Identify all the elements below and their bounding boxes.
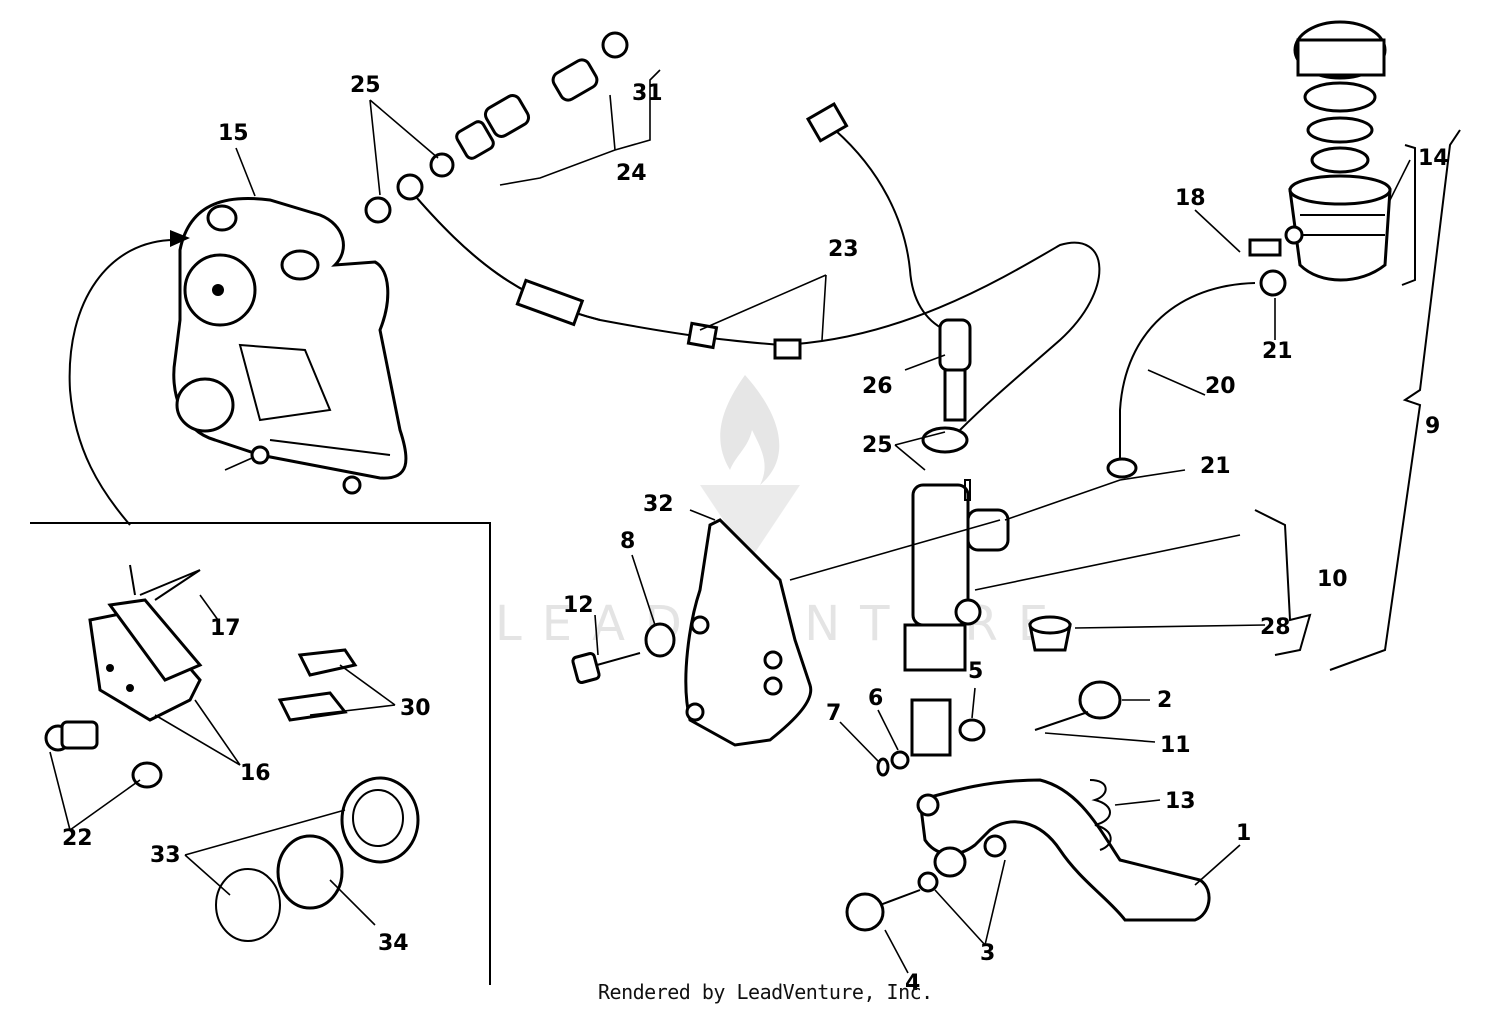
hose-clamp <box>1106 457 1138 479</box>
callout-32: 32 <box>643 492 674 517</box>
footer-credit: Rendered by LeadVenture, Inc. <box>598 980 933 1004</box>
brake-hose <box>396 173 1101 431</box>
callout-23: 23 <box>828 237 859 262</box>
callout-8: 8 <box>620 529 635 554</box>
callout-17: 17 <box>210 616 241 641</box>
washer-6 <box>890 750 910 770</box>
reservoir-hose <box>1119 282 1256 460</box>
callout-10: 10 <box>1317 567 1348 592</box>
mounting-bracket <box>684 518 813 747</box>
callout-26: 26 <box>862 374 893 399</box>
cotter-pin-5 <box>958 718 986 742</box>
callout-20: 20 <box>1205 374 1236 399</box>
callout-30: 30 <box>400 696 431 721</box>
callout-18: 18 <box>1175 186 1206 211</box>
callout-4: 4 <box>905 971 920 996</box>
brake-pedal <box>916 778 1211 922</box>
master-cylinder <box>903 318 1010 757</box>
callout-22: 22 <box>62 826 93 851</box>
callout-31: 31 <box>632 81 663 106</box>
leadventure-flame-logo-icon <box>720 375 780 485</box>
leader-lines <box>49 69 1411 974</box>
callout-9: 9 <box>1425 414 1440 439</box>
callout-12: 12 <box>563 593 594 618</box>
callout-7: 7 <box>826 701 841 726</box>
brake-pads <box>88 598 203 722</box>
callout-1: 1 <box>1236 821 1251 846</box>
callout-3: 3 <box>980 941 995 966</box>
callout-21-upper: 21 <box>1262 339 1293 364</box>
callout-2: 2 <box>1157 688 1172 713</box>
bracket-bolt <box>571 622 676 685</box>
callout-14: 14 <box>1418 146 1449 171</box>
callout-6: 6 <box>868 686 883 711</box>
leadventure-v-logo-icon <box>700 485 800 560</box>
upper-brake-line <box>805 102 946 331</box>
callout-25-upper: 25 <box>350 73 381 98</box>
pin-7 <box>876 757 890 777</box>
callout-25-lower: 25 <box>862 433 893 458</box>
callouts: 15 25 31 24 23 26 25 32 8 12 14 18 21 20… <box>62 73 1449 996</box>
callout-13: 13 <box>1165 789 1196 814</box>
pedal-bolt <box>1034 680 1122 731</box>
callout-33: 33 <box>150 843 181 868</box>
brake-caliper <box>172 196 408 495</box>
callout-11: 11 <box>1160 733 1191 758</box>
callout-15: 15 <box>218 121 249 146</box>
piston-and-seals <box>215 776 420 942</box>
callout-24: 24 <box>616 161 647 186</box>
pad-springs <box>277 648 358 722</box>
callout-28: 28 <box>1260 615 1291 640</box>
callout-34: 34 <box>378 931 409 956</box>
callout-21-lower: 21 <box>1200 454 1231 479</box>
inset-frame <box>30 522 491 985</box>
pad-pin <box>129 564 201 601</box>
caliper-bolt <box>44 720 163 789</box>
bushing <box>1028 615 1072 652</box>
pivot-bolt <box>845 871 939 932</box>
arrow-head-icon <box>170 230 190 247</box>
callout-16: 16 <box>240 761 271 786</box>
caliper-line <box>68 239 176 526</box>
banjo-bolt-set <box>364 31 629 224</box>
callout-5: 5 <box>968 659 983 684</box>
fluid-reservoir <box>1248 20 1392 297</box>
